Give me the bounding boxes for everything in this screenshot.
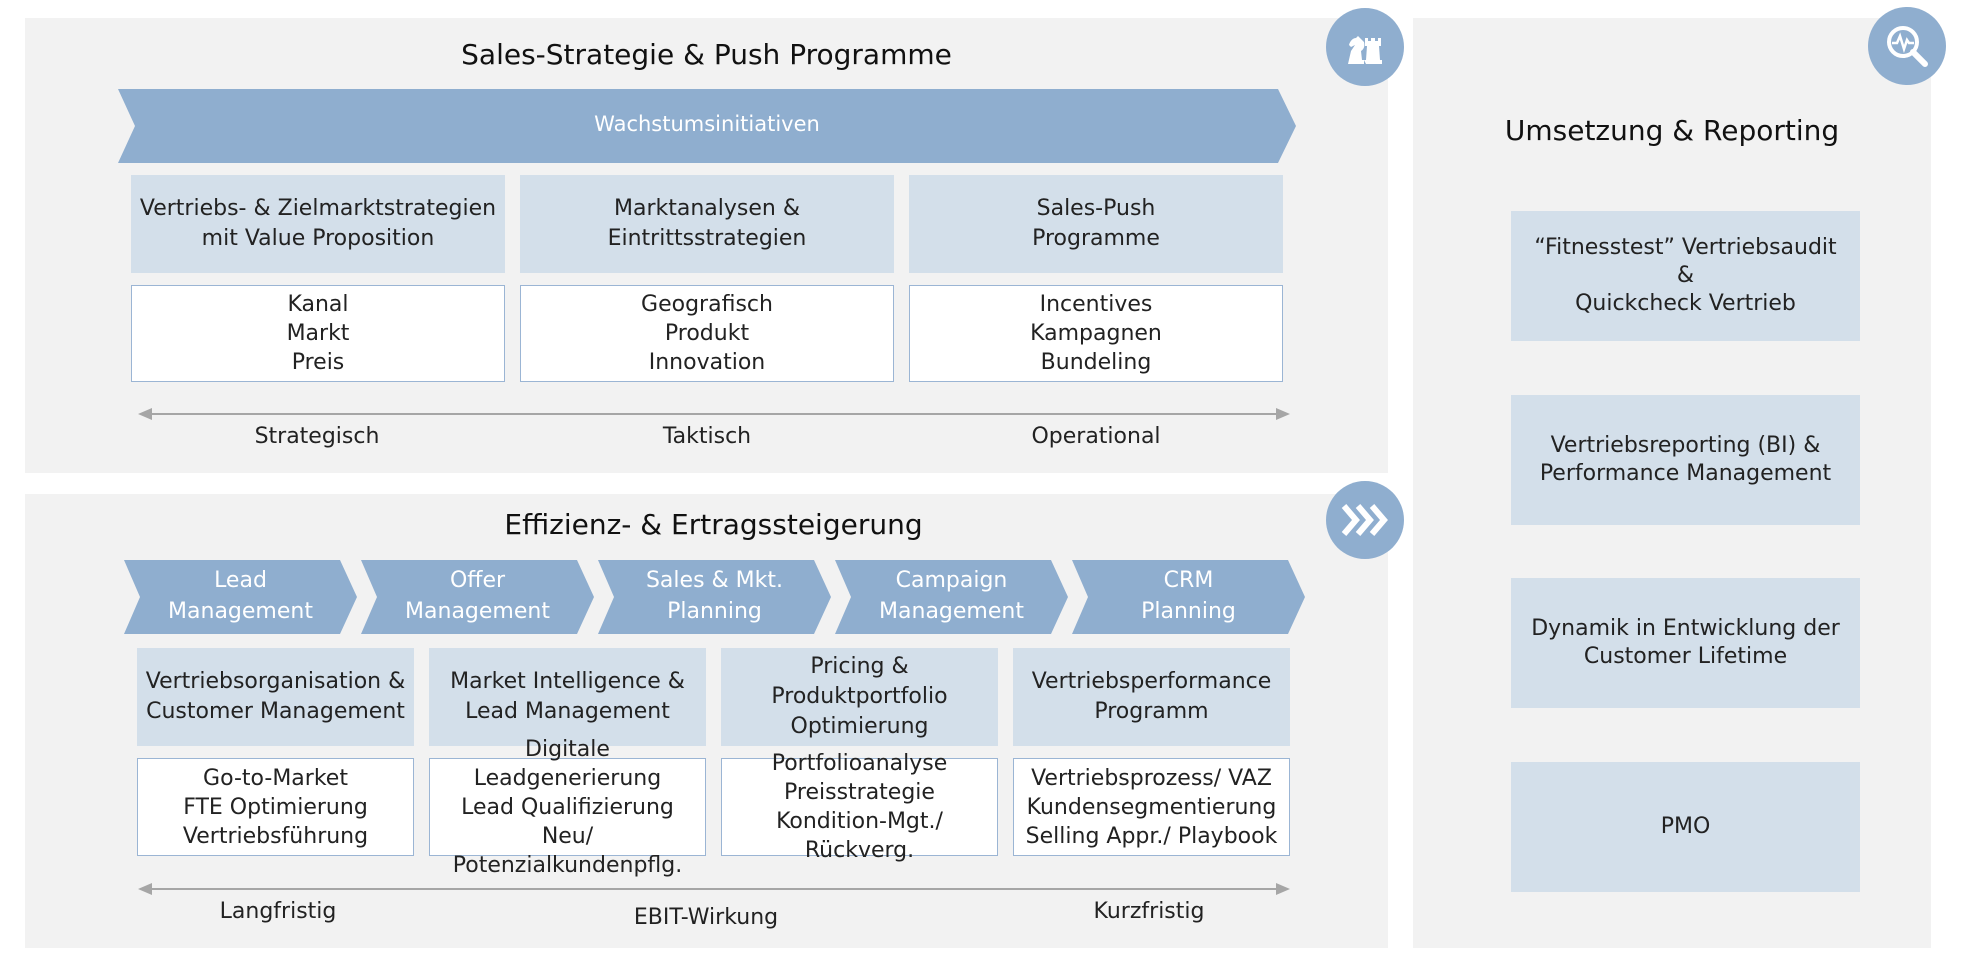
growth-initiatives-band xyxy=(118,89,1296,163)
efficiency-items-3: Portfolioanalyse Preisstrategie Konditio… xyxy=(721,751,998,863)
chess-pieces-icon xyxy=(1326,8,1404,86)
efficiency-heading-4: Vertriebsperformance Programm xyxy=(1013,648,1290,746)
efficiency-axis-arrow xyxy=(138,883,1290,895)
reporting-box-customer-lifetime: Dynamik in Entwicklung der Customer Life… xyxy=(1511,578,1860,708)
fast-forward-chevrons-icon xyxy=(1326,481,1404,559)
efficiency-heading-2: Market Intelligence & Lead Management xyxy=(429,648,706,746)
chevron-label: Campaign Management xyxy=(879,568,1024,624)
reporting-box-fitnesstest: “Fitnesstest” Vertriebsaudit & Quickchec… xyxy=(1511,211,1860,341)
strategy-axis-arrow xyxy=(138,408,1290,420)
section3-title: Umsetzung & Reporting xyxy=(1504,114,1840,147)
chevron-label: Sales & Mkt. Planning xyxy=(645,568,784,624)
efficiency-items-2: Digitale Leadgenerierung Lead Qualifizie… xyxy=(429,737,706,878)
axis-label-ebit-wirkung: EBIT-Wirkung xyxy=(633,905,779,930)
chevron-label: Offer Management xyxy=(405,568,550,624)
axis-label-taktisch: Taktisch xyxy=(662,424,752,449)
chevron-sales-mkt-planning: Sales & Mkt. Planning xyxy=(598,560,831,634)
strategy-items-2: Geografisch Produkt Innovation xyxy=(520,285,894,382)
strategy-heading-2: Marktanalysen & Eintrittsstrategien xyxy=(520,175,894,273)
axis-label-kurzfristig: Kurzfristig xyxy=(1093,899,1205,924)
axis-label-operational: Operational xyxy=(1031,424,1161,449)
chevron-crm-planning: CRM Planning xyxy=(1072,560,1305,634)
chevron-offer-management: Offer Management xyxy=(361,560,594,634)
strategy-items-3: Incentives Kampagnen Bundeling xyxy=(909,285,1283,382)
reporting-box-vertriebsreporting: Vertriebsreporting (BI) & Performance Ma… xyxy=(1511,395,1860,525)
strategy-items-1: Kanal Markt Preis xyxy=(131,285,505,382)
strategy-heading-3: Sales-Push Programme xyxy=(909,175,1283,273)
chevron-campaign-management: Campaign Management xyxy=(835,560,1068,634)
efficiency-heading-1: Vertriebsorganisation & Customer Managem… xyxy=(137,648,414,746)
efficiency-heading-3: Pricing & Produktportfolio Optimierung xyxy=(721,648,998,746)
band-label: Wachstumsinitiativen xyxy=(594,112,820,136)
magnifier-pulse-icon xyxy=(1868,7,1946,85)
strategy-heading-1: Vertriebs- & Zielmarktstrategien mit Val… xyxy=(131,175,505,273)
efficiency-items-1: Go-to-Market FTE Optimierung Vertriebsfü… xyxy=(137,758,414,856)
efficiency-items-4: Vertriebsprozess/ VAZ Kundensegmentierun… xyxy=(1013,758,1290,856)
axis-label-strategisch: Strategisch xyxy=(254,424,380,449)
chevron-label: CRM Planning xyxy=(1141,568,1236,624)
section1-title: Sales-Strategie & Push Programme xyxy=(461,38,952,71)
chevron-lead-management: Lead Management xyxy=(124,560,357,634)
reporting-box-pmo: PMO xyxy=(1511,762,1860,892)
section2-title: Effizienz- & Ertragssteigerung xyxy=(504,508,923,541)
chevron-label: Lead Management xyxy=(168,568,313,624)
axis-label-langfristig: Langfristig xyxy=(219,899,337,924)
